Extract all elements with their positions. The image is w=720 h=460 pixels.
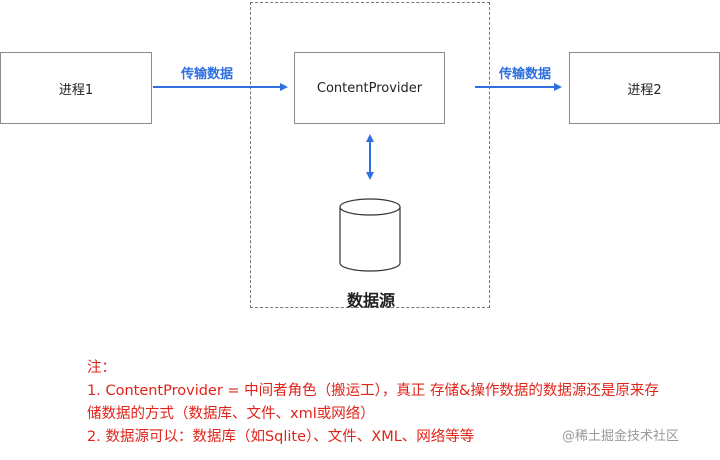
process2-label: 进程2 xyxy=(627,82,662,98)
datasource-label: 数据源 xyxy=(346,291,395,310)
note-line-2: 储数据的方式（数据库、文件、xml或网络） xyxy=(87,406,375,422)
content-provider-label: ContentProvider xyxy=(316,80,423,96)
database-cylinder-icon xyxy=(339,198,401,272)
content-provider-box: ContentProvider xyxy=(294,52,445,124)
note-line-3: 2. 数据源可以：数据库（如Sqlite）、文件、XML、网络等等 xyxy=(87,429,475,445)
process1-box: 进程1 xyxy=(0,52,152,124)
watermark: @稀土掘金技术社区 xyxy=(562,429,680,444)
note-title: 注： xyxy=(87,360,116,376)
transfer-data-label-left: 传输数据 xyxy=(181,67,234,82)
process2-box: 进程2 xyxy=(569,52,720,124)
transfer-data-label-right: 传输数据 xyxy=(499,67,552,82)
note-line-1: 1. ContentProvider = 中间者角色（搬运工），真正 存储&操作… xyxy=(87,383,659,399)
process1-label: 进程1 xyxy=(58,82,94,98)
content-provider-boundary xyxy=(250,2,490,308)
note-block: 注： 1. ContentProvider = 中间者角色（搬运工），真正 存储… xyxy=(87,357,717,449)
